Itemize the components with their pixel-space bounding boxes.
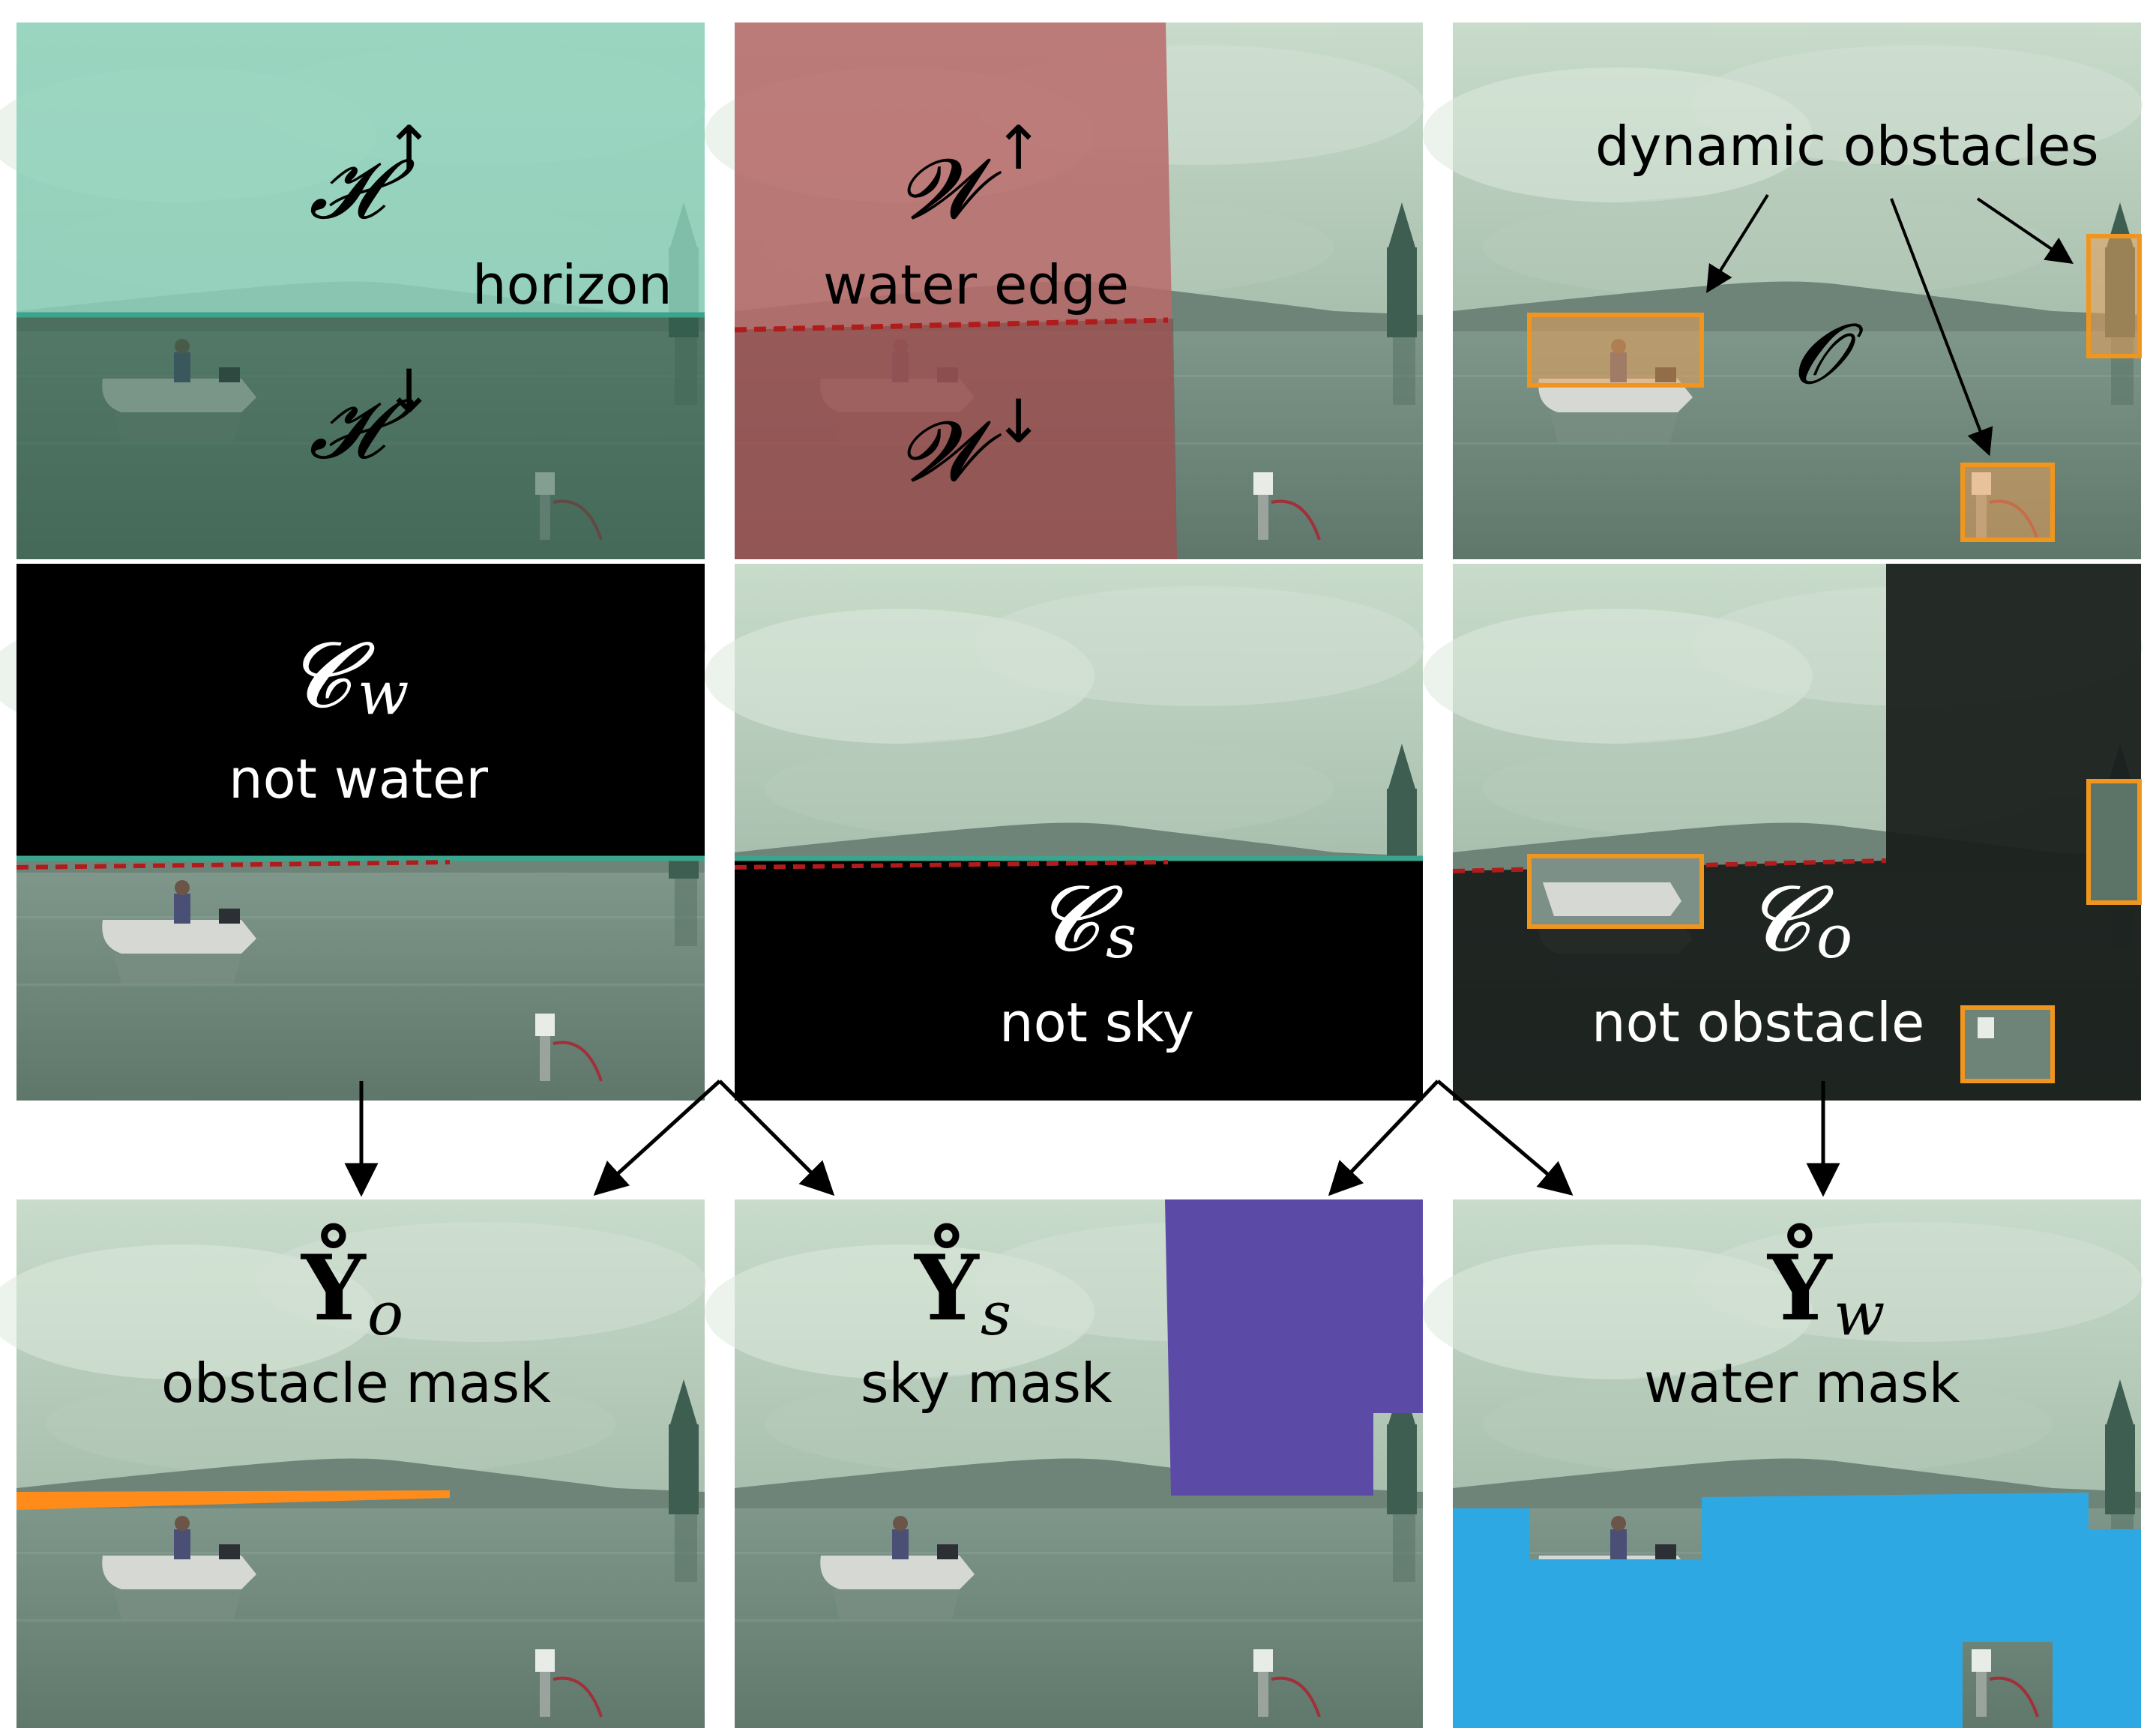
water-edge-line-2	[16, 860, 451, 870]
panel-obstacles: dynamic obstacles 𝓞	[1421, 21, 2144, 561]
sky-mask-label: sky mask	[861, 1352, 1112, 1415]
not-sky-label: not sky	[999, 991, 1194, 1054]
obstacle-box-post	[1960, 463, 2055, 542]
water-edge-line	[734, 317, 1169, 333]
dynamic-obstacles-label: dynamic obstacles	[1595, 115, 2099, 178]
callout-arrow-buoy	[1976, 197, 2074, 265]
horizon-label: horizon	[472, 253, 672, 316]
panel-water-mask: Y̊ w water mask	[1421, 1198, 2144, 1728]
cw-sub: w	[358, 658, 409, 728]
co-sub: o	[1816, 902, 1852, 972]
panel-not-water: 𝓒 w not water	[0, 562, 708, 1102]
obstacle-box-boat	[1527, 313, 1704, 388]
yw-symbol: Y̊	[1766, 1223, 1833, 1341]
w-up-symbol: 𝓦	[900, 141, 1002, 237]
callout-arrow-post	[1890, 198, 1993, 457]
panel-obstacle-mask: Y̊ o obstacle mask	[0, 1198, 708, 1728]
ys-sub: s	[981, 1279, 1011, 1349]
w-down-arrow: ↓	[993, 387, 1044, 457]
panel-not-sky: 𝓒 s not sky	[703, 562, 1426, 1102]
obstacle-crop-buoy	[2086, 779, 2142, 905]
water-edge-label: water edge	[823, 253, 1129, 316]
yw-sub: w	[1834, 1279, 1885, 1349]
arrow-cso-to-ys	[1328, 1080, 1439, 1196]
not-water-label: not water	[229, 747, 488, 810]
sky-mask-region	[1165, 1199, 1423, 1496]
water-mask-region	[1453, 1493, 2141, 1728]
ys-symbol: Y̊	[913, 1223, 980, 1341]
panel-water-edge: 𝓦 ↑ 𝓦 ↓ water edge	[703, 21, 1426, 561]
water-edge-line-3	[734, 860, 1169, 870]
obstacle-crop-post	[1960, 1005, 2055, 1083]
yo-sub: o	[367, 1279, 403, 1349]
cs-sub: s	[1106, 902, 1136, 972]
h-down-arrow: ↓	[384, 357, 434, 427]
obstacle-mask-label: obstacle mask	[161, 1352, 551, 1415]
flow-arrows	[344, 1080, 1840, 1197]
panel-horizon: 𝓗 ↑ 𝓗 ↓ horizon	[0, 21, 708, 561]
obstacle-box-buoy	[2086, 234, 2142, 358]
water-mask-label: water mask	[1644, 1352, 1960, 1415]
arrow-cws-to-yo	[593, 1080, 721, 1196]
h-up-arrow: ↑	[384, 113, 434, 183]
callout-arrow-boat	[1706, 193, 1769, 294]
yo-symbol: Y̊	[300, 1223, 367, 1341]
arrow-cso-to-yw	[1436, 1080, 1574, 1196]
panel-not-obstacle: 𝓒 o not obstacle	[1421, 562, 2144, 1102]
w-up-arrow: ↑	[993, 113, 1044, 183]
w-down-symbol: 𝓦	[900, 403, 1002, 499]
not-obstacle-label: not obstacle	[1592, 991, 1924, 1054]
obstacle-mask-region	[16, 1490, 450, 1510]
arrow-cws-to-ys	[718, 1080, 835, 1196]
panel-sky-mask: Y̊ s sky mask	[703, 1198, 1426, 1728]
